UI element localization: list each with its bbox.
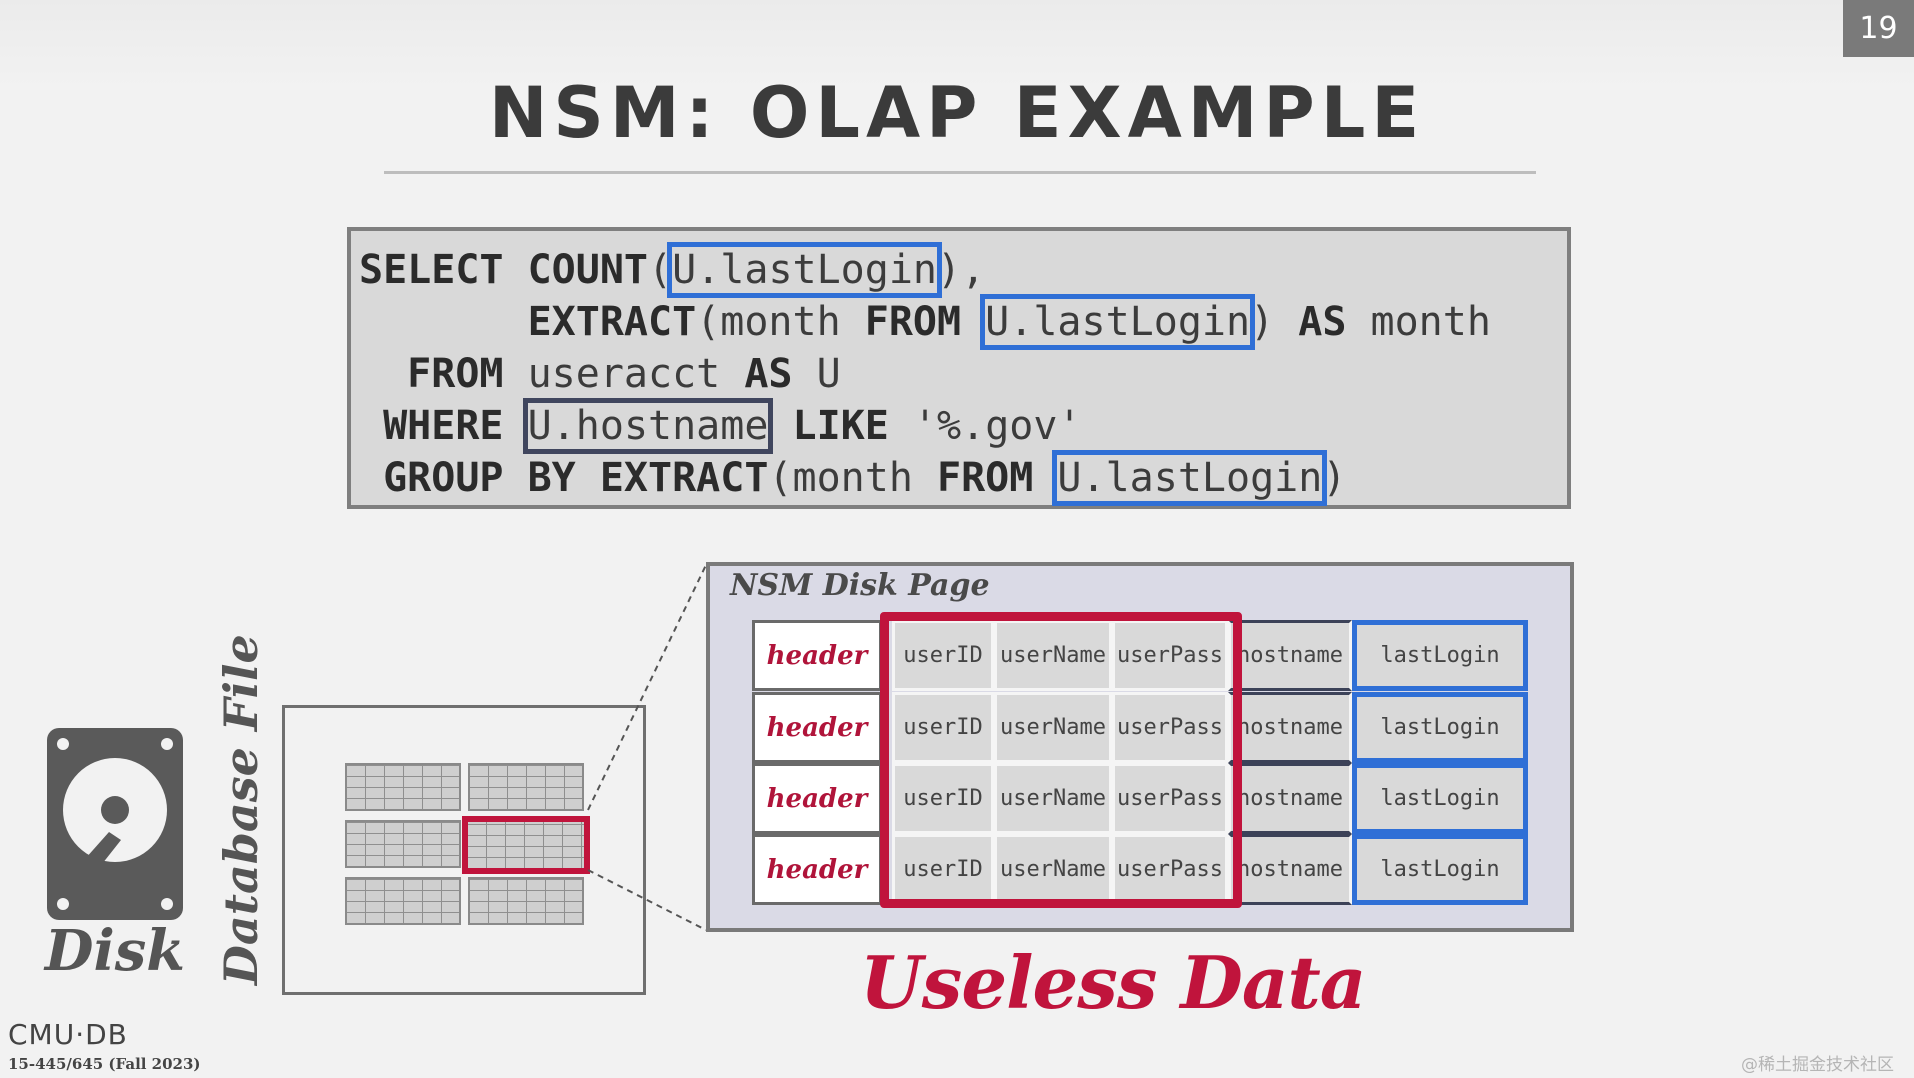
top-band — [0, 0, 1914, 90]
lastlogin-highlight: U.lastLogin — [980, 294, 1256, 350]
sql-keyword: EXTRACT — [527, 299, 697, 345]
tuple-cell-lastlogin: lastLogin — [1352, 620, 1528, 691]
tuple-cell-username: userName — [994, 620, 1112, 691]
sql-text: '%.gov' — [912, 403, 1082, 449]
tuple-cell-lastlogin: lastLogin — [1352, 692, 1528, 763]
sql-keyword: AS — [744, 351, 793, 397]
tuple-cell-userpass: userPass — [1112, 763, 1228, 834]
tuple-cell-username: userName — [994, 763, 1112, 834]
sql-keyword: EXTRACT — [599, 455, 769, 501]
tuple-cell-username: userName — [994, 692, 1112, 763]
database-file-box — [282, 705, 646, 995]
sql-text: U — [816, 351, 841, 397]
sql-query-box: SELECT COUNT(U.lastLogin), EXTRACT(month… — [347, 227, 1571, 509]
sql-text: ) — [1250, 299, 1275, 345]
sql-keyword: LIKE — [792, 403, 889, 449]
slide-number: 19 — [1843, 0, 1914, 57]
sql-keyword: AS — [1298, 299, 1347, 345]
disk-icon — [47, 728, 183, 920]
mini-disk-page — [468, 763, 584, 811]
tuple-cell-userid: userID — [892, 620, 994, 691]
sql-keyword: COUNT — [527, 247, 649, 293]
sql-text: (month — [768, 455, 937, 501]
mini-disk-page — [345, 877, 461, 925]
sql-text: ), — [937, 247, 986, 293]
tuple-cell-userpass: userPass — [1112, 620, 1228, 691]
tuple-header: header — [752, 692, 882, 763]
disk-page-title: NSM Disk Page — [730, 568, 990, 603]
sql-keyword: WHERE — [383, 403, 504, 449]
tuple-header: header — [752, 834, 882, 905]
useless-data-label: Useless Data — [860, 940, 1366, 1025]
tuple-cell-hostname: hostname — [1228, 692, 1352, 763]
sql-keyword: GROUP BY — [383, 455, 576, 501]
tuple-cell-userid: userID — [892, 692, 994, 763]
sql-keyword: SELECT — [359, 247, 504, 293]
tuple-cell-lastlogin: lastLogin — [1352, 834, 1528, 905]
title-divider — [384, 171, 1536, 174]
tuple-cell-userid: userID — [892, 834, 994, 905]
watermark: @稀土掘金技术社区 — [1741, 1055, 1894, 1075]
tuple-header: header — [752, 763, 882, 834]
tuple-cell-userid: userID — [892, 763, 994, 834]
sql-text: ( — [648, 247, 673, 293]
cmu-db-logo: CMU·DB — [8, 1018, 128, 1051]
lastlogin-highlight: U.lastLogin — [667, 242, 943, 298]
useless-data-highlight — [880, 612, 1242, 908]
tuple-cell-hostname: hostname — [1228, 834, 1352, 905]
sql-keyword: FROM — [864, 299, 962, 345]
tuple-cell-userpass: userPass — [1112, 692, 1228, 763]
sql-query: SELECT COUNT(U.lastLogin), EXTRACT(month… — [359, 242, 1491, 506]
sql-keyword: FROM — [407, 351, 504, 397]
mini-disk-page — [345, 820, 461, 868]
sql-text: useracct — [527, 351, 745, 397]
sql-text: (month — [696, 299, 865, 345]
disk-label: Disk — [44, 918, 186, 984]
mini-disk-page — [468, 877, 584, 925]
sql-text: ) — [1322, 455, 1347, 501]
mini-disk-page — [345, 763, 461, 811]
lastlogin-highlight: U.lastLogin — [1052, 450, 1328, 506]
sql-keyword: FROM — [937, 455, 1034, 501]
tuple-cell-lastlogin: lastLogin — [1352, 763, 1528, 834]
hostname-highlight: U.hostname — [522, 398, 774, 454]
tuple-cell-hostname: hostname — [1228, 620, 1352, 691]
mini-disk-page-selected — [462, 816, 590, 874]
sql-text: month — [1370, 299, 1491, 345]
slide-title: NSM: OLAP EXAMPLE — [488, 72, 1426, 154]
course-label: 15-445/645 (Fall 2023) — [8, 1055, 201, 1073]
tuple-cell-hostname: hostname — [1228, 763, 1352, 834]
tuple-header: header — [752, 620, 882, 691]
